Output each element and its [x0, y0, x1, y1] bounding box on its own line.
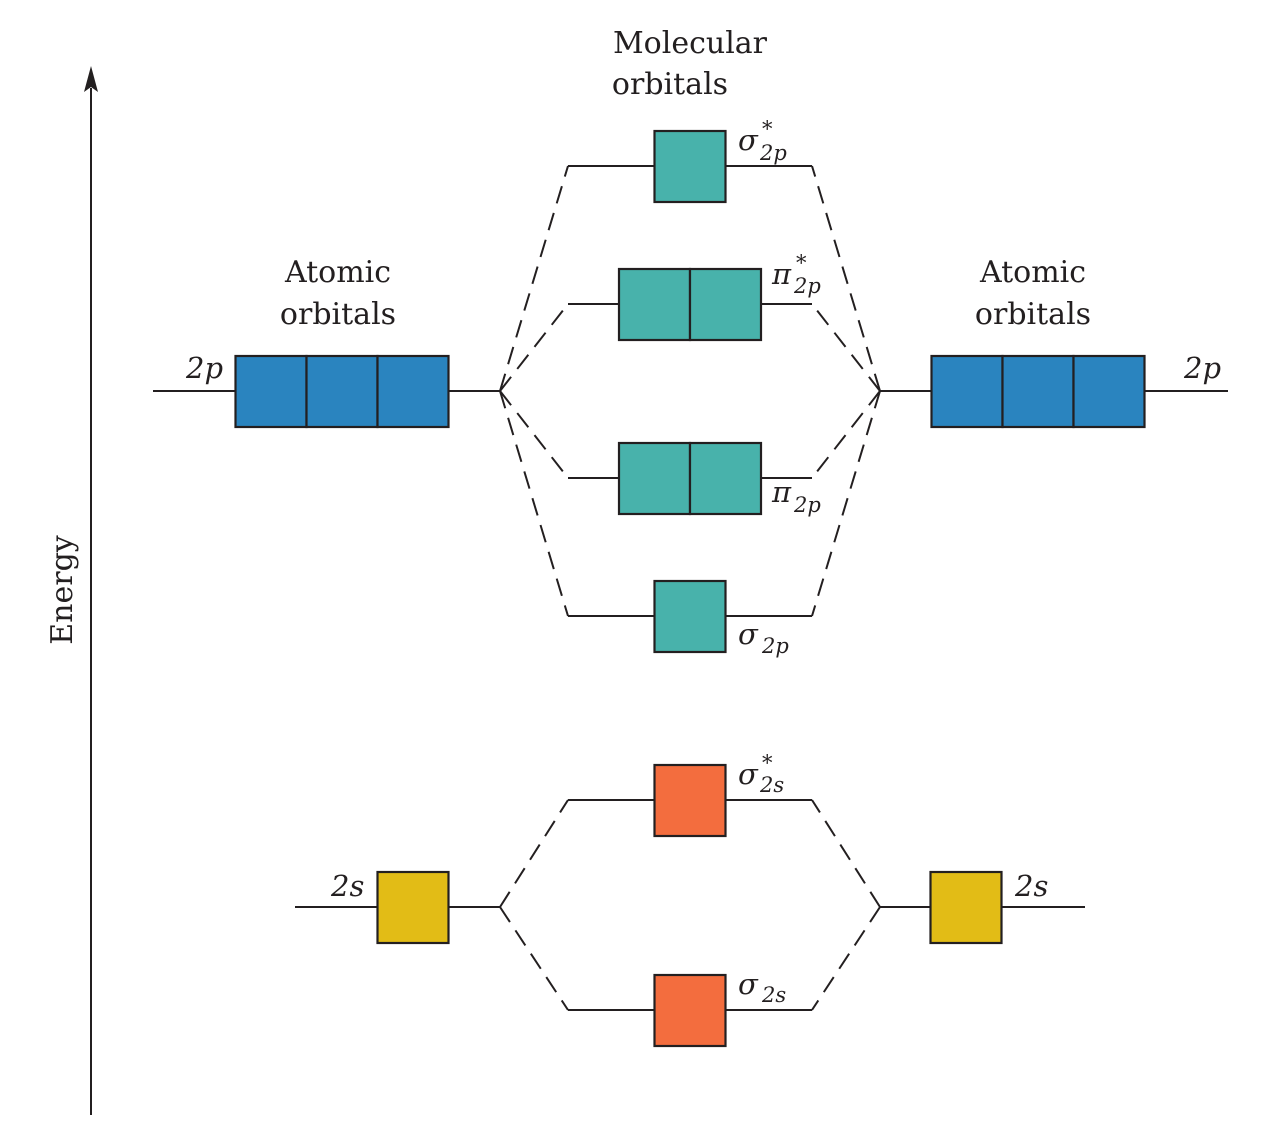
- correlation-line: [811, 390, 881, 479]
- orbital-sigma-2p: [653, 579, 727, 654]
- mo-symbol: σ: [738, 757, 759, 791]
- orbital-label-left-2p: 2p: [185, 351, 223, 385]
- correlation-line: [811, 906, 881, 1011]
- correlation-line: [811, 303, 881, 392]
- orbital-box: [234, 354, 308, 429]
- arrow-up-icon: [84, 66, 98, 92]
- atomic-orbitals-left-heading-line1: Atomic: [284, 255, 391, 290]
- correlation-line: [499, 390, 569, 617]
- correlation-line: [499, 165, 569, 392]
- correlation-line: [499, 906, 569, 1011]
- mo-star: *: [796, 251, 807, 275]
- mo-symbol: σ: [738, 967, 759, 1001]
- mo-subscript: 2p: [761, 634, 789, 658]
- correlation-line: [499, 799, 569, 908]
- correlation-line: [811, 390, 881, 617]
- orbital-label-left-2s: 2s: [330, 869, 364, 903]
- mo-subscript: 2p: [793, 274, 821, 298]
- orbital-box: [653, 579, 727, 654]
- mo-symbol: π: [771, 475, 792, 509]
- orbital-box: [376, 354, 450, 429]
- orbital-box: [930, 354, 1004, 429]
- mo-label-pi-star-2p: π * 2p: [771, 251, 821, 298]
- mo-symbol: σ: [738, 123, 759, 157]
- correlation-lines: [499, 165, 881, 1011]
- molecular-orbitals-heading-line1: Molecular: [613, 26, 768, 61]
- orbital-left-2s: [376, 870, 450, 945]
- mo-star: *: [762, 117, 773, 141]
- mo-label-sigma-star-2p: σ * 2p: [738, 117, 787, 165]
- orbital-box: [688, 267, 763, 342]
- orbital-pi-2p: [617, 441, 763, 516]
- energy-axis: Energy: [45, 66, 98, 1115]
- orbital-box: [653, 973, 727, 1048]
- orbital-box: [1001, 354, 1075, 429]
- mo-star: *: [762, 751, 773, 775]
- mo-symbol: π: [771, 257, 792, 291]
- mo-symbol: σ: [738, 617, 759, 651]
- orbital-box: [688, 441, 763, 516]
- orbital-box: [929, 870, 1003, 945]
- correlation-line: [811, 799, 881, 908]
- orbital-sigma-star-2s: [653, 763, 727, 838]
- orbital-pi-star-2p: [617, 267, 763, 342]
- orbital-box: [617, 441, 692, 516]
- orbital-right-2s: [929, 870, 1003, 945]
- orbital-box: [305, 354, 379, 429]
- atomic-orbitals-right-heading-line1: Atomic: [979, 255, 1086, 290]
- mo-label-pi-2p: π 2p: [771, 475, 821, 517]
- orbital-label-right-2p: 2p: [1183, 351, 1221, 385]
- correlation-line: [811, 165, 881, 392]
- mo-subscript: 2s: [759, 773, 784, 797]
- mo-label-sigma-2s: σ 2s: [738, 967, 786, 1007]
- orbital-right-2p: [930, 354, 1146, 429]
- orbital-sigma-star-2p: [653, 129, 727, 204]
- mo-label-sigma-star-2s: σ * 2s: [738, 751, 784, 797]
- mo-subscript: 2s: [761, 983, 786, 1007]
- correlation-line: [499, 303, 569, 392]
- orbital-left-2p: [234, 354, 450, 429]
- mo-label-sigma-2p: σ 2p: [738, 617, 789, 658]
- orbital-box: [1072, 354, 1146, 429]
- mo-subscript: 2p: [793, 493, 821, 517]
- atomic-orbitals-right-heading-line2: orbitals: [975, 297, 1091, 332]
- orbital-box: [617, 267, 692, 342]
- molecular-orbitals-heading-line2: orbitals: [612, 67, 728, 102]
- orbital-box: [653, 129, 727, 204]
- orbital-box: [376, 870, 450, 945]
- atomic-orbitals-left-heading-line2: orbitals: [280, 297, 396, 332]
- correlation-line: [499, 390, 569, 479]
- orbital-box: [653, 763, 727, 838]
- orbital-label-right-2s: 2s: [1014, 869, 1048, 903]
- orbital-boxes: [234, 129, 1146, 1048]
- mo-subscript: 2p: [759, 141, 787, 165]
- energy-axis-label: Energy: [45, 535, 80, 645]
- orbital-sigma-2s: [653, 973, 727, 1048]
